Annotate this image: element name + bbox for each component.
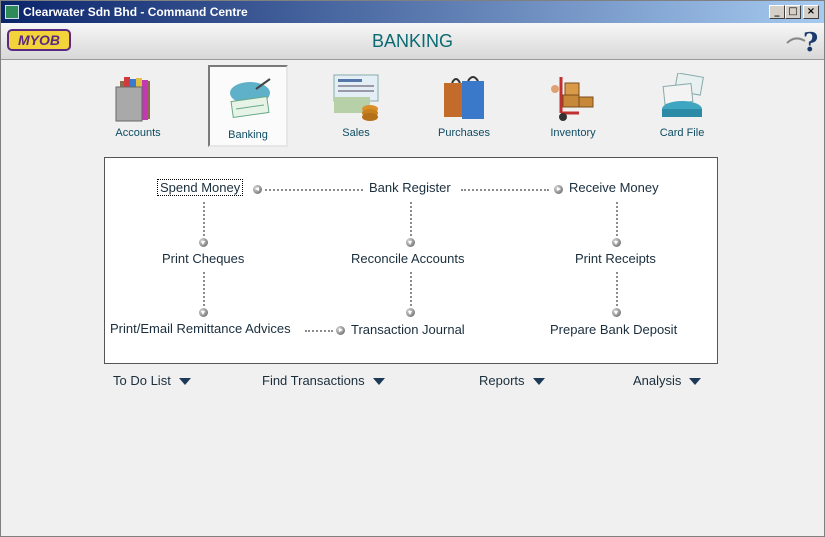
window-title: Clearwater Sdn Bhd - Command Centre <box>23 5 248 19</box>
receive-money-link[interactable]: Receive Money <box>569 180 659 195</box>
reconcile-accounts-link[interactable]: Reconcile Accounts <box>351 251 465 266</box>
flow-connector <box>616 202 618 236</box>
module-label: Sales <box>342 127 370 139</box>
header-strip: MYOB BANKING ? <box>1 23 824 60</box>
flow-connector <box>265 189 363 191</box>
maximize-button[interactable]: □ <box>785 5 801 19</box>
analysis-label: Analysis <box>633 373 682 388</box>
purchases-bags-icon <box>444 76 484 119</box>
analysis-dropdown[interactable]: Analysis <box>633 373 702 388</box>
flow-connector <box>410 202 412 236</box>
flow-arrow-icon <box>406 308 415 317</box>
svg-text:?: ? <box>803 28 818 55</box>
transaction-journal-link[interactable]: Transaction Journal <box>351 322 465 337</box>
flow-connector <box>203 272 205 306</box>
title-bar[interactable]: Clearwater Sdn Bhd - Command Centre _ □ … <box>1 1 824 23</box>
app-icon <box>5 5 19 19</box>
chevron-down-icon <box>178 378 191 386</box>
help-question-icon[interactable]: ? <box>785 25 819 55</box>
module-sales[interactable]: Sales <box>316 65 396 147</box>
prepare-bank-deposit-link[interactable]: Prepare Bank Deposit <box>550 322 678 337</box>
flow-arrow-icon <box>406 238 415 247</box>
banking-cheque-icon <box>230 78 271 118</box>
to-do-list-dropdown[interactable]: To Do List <box>113 373 191 388</box>
module-inventory[interactable]: Inventory <box>533 65 613 147</box>
module-card-file[interactable]: Card File <box>642 65 722 147</box>
module-purchases[interactable]: Purchases <box>424 65 504 147</box>
bank-register-link[interactable]: Bank Register <box>369 180 451 195</box>
module-label: Inventory <box>550 127 596 139</box>
close-button[interactable]: × <box>803 5 819 19</box>
card-file-icon <box>662 73 704 117</box>
flow-arrow-icon <box>554 185 563 194</box>
to-do-list-label: To Do List <box>113 373 171 388</box>
flow-arrow-icon <box>612 308 621 317</box>
accounts-folders-icon <box>115 77 150 122</box>
chevron-down-icon <box>532 378 545 386</box>
page-title: BANKING <box>371 31 454 51</box>
myob-logo: MYOB <box>7 29 71 51</box>
banking-flow-panel: Spend Money Bank Register Receive Money … <box>104 157 718 364</box>
spend-money-link[interactable]: Spend Money <box>156 179 244 196</box>
flow-connector <box>203 202 205 236</box>
module-label: Purchases <box>438 127 490 139</box>
remittance-advices-link[interactable]: Print/Email Remittance Advices <box>110 321 291 336</box>
flow-arrow-icon <box>253 185 262 194</box>
reports-dropdown[interactable]: Reports <box>479 373 545 388</box>
flow-connector <box>461 189 549 191</box>
reports-label: Reports <box>479 373 525 388</box>
flow-arrow-icon <box>199 238 208 247</box>
flow-arrow-icon <box>336 326 345 335</box>
module-label: Banking <box>228 129 268 141</box>
chevron-down-icon <box>372 378 385 386</box>
flow-connector <box>616 272 618 306</box>
inventory-handtruck-icon <box>551 77 594 121</box>
print-receipts-link[interactable]: Print Receipts <box>575 251 656 266</box>
module-label: Card File <box>659 127 705 139</box>
flow-connector <box>305 330 333 332</box>
module-accounts[interactable]: Accounts <box>98 65 178 147</box>
find-transactions-label: Find Transactions <box>262 373 365 388</box>
find-transactions-dropdown[interactable]: Find Transactions <box>262 373 385 388</box>
chevron-down-icon <box>689 378 702 386</box>
flow-arrow-icon <box>199 308 208 317</box>
flow-arrow-icon <box>612 238 621 247</box>
minimize-button[interactable]: _ <box>769 5 785 19</box>
print-cheques-link[interactable]: Print Cheques <box>162 251 245 266</box>
flow-connector <box>410 272 412 306</box>
module-label: Accounts <box>115 127 161 139</box>
module-banking[interactable]: Banking <box>208 65 288 147</box>
sales-invoice-coins-icon <box>333 74 379 121</box>
